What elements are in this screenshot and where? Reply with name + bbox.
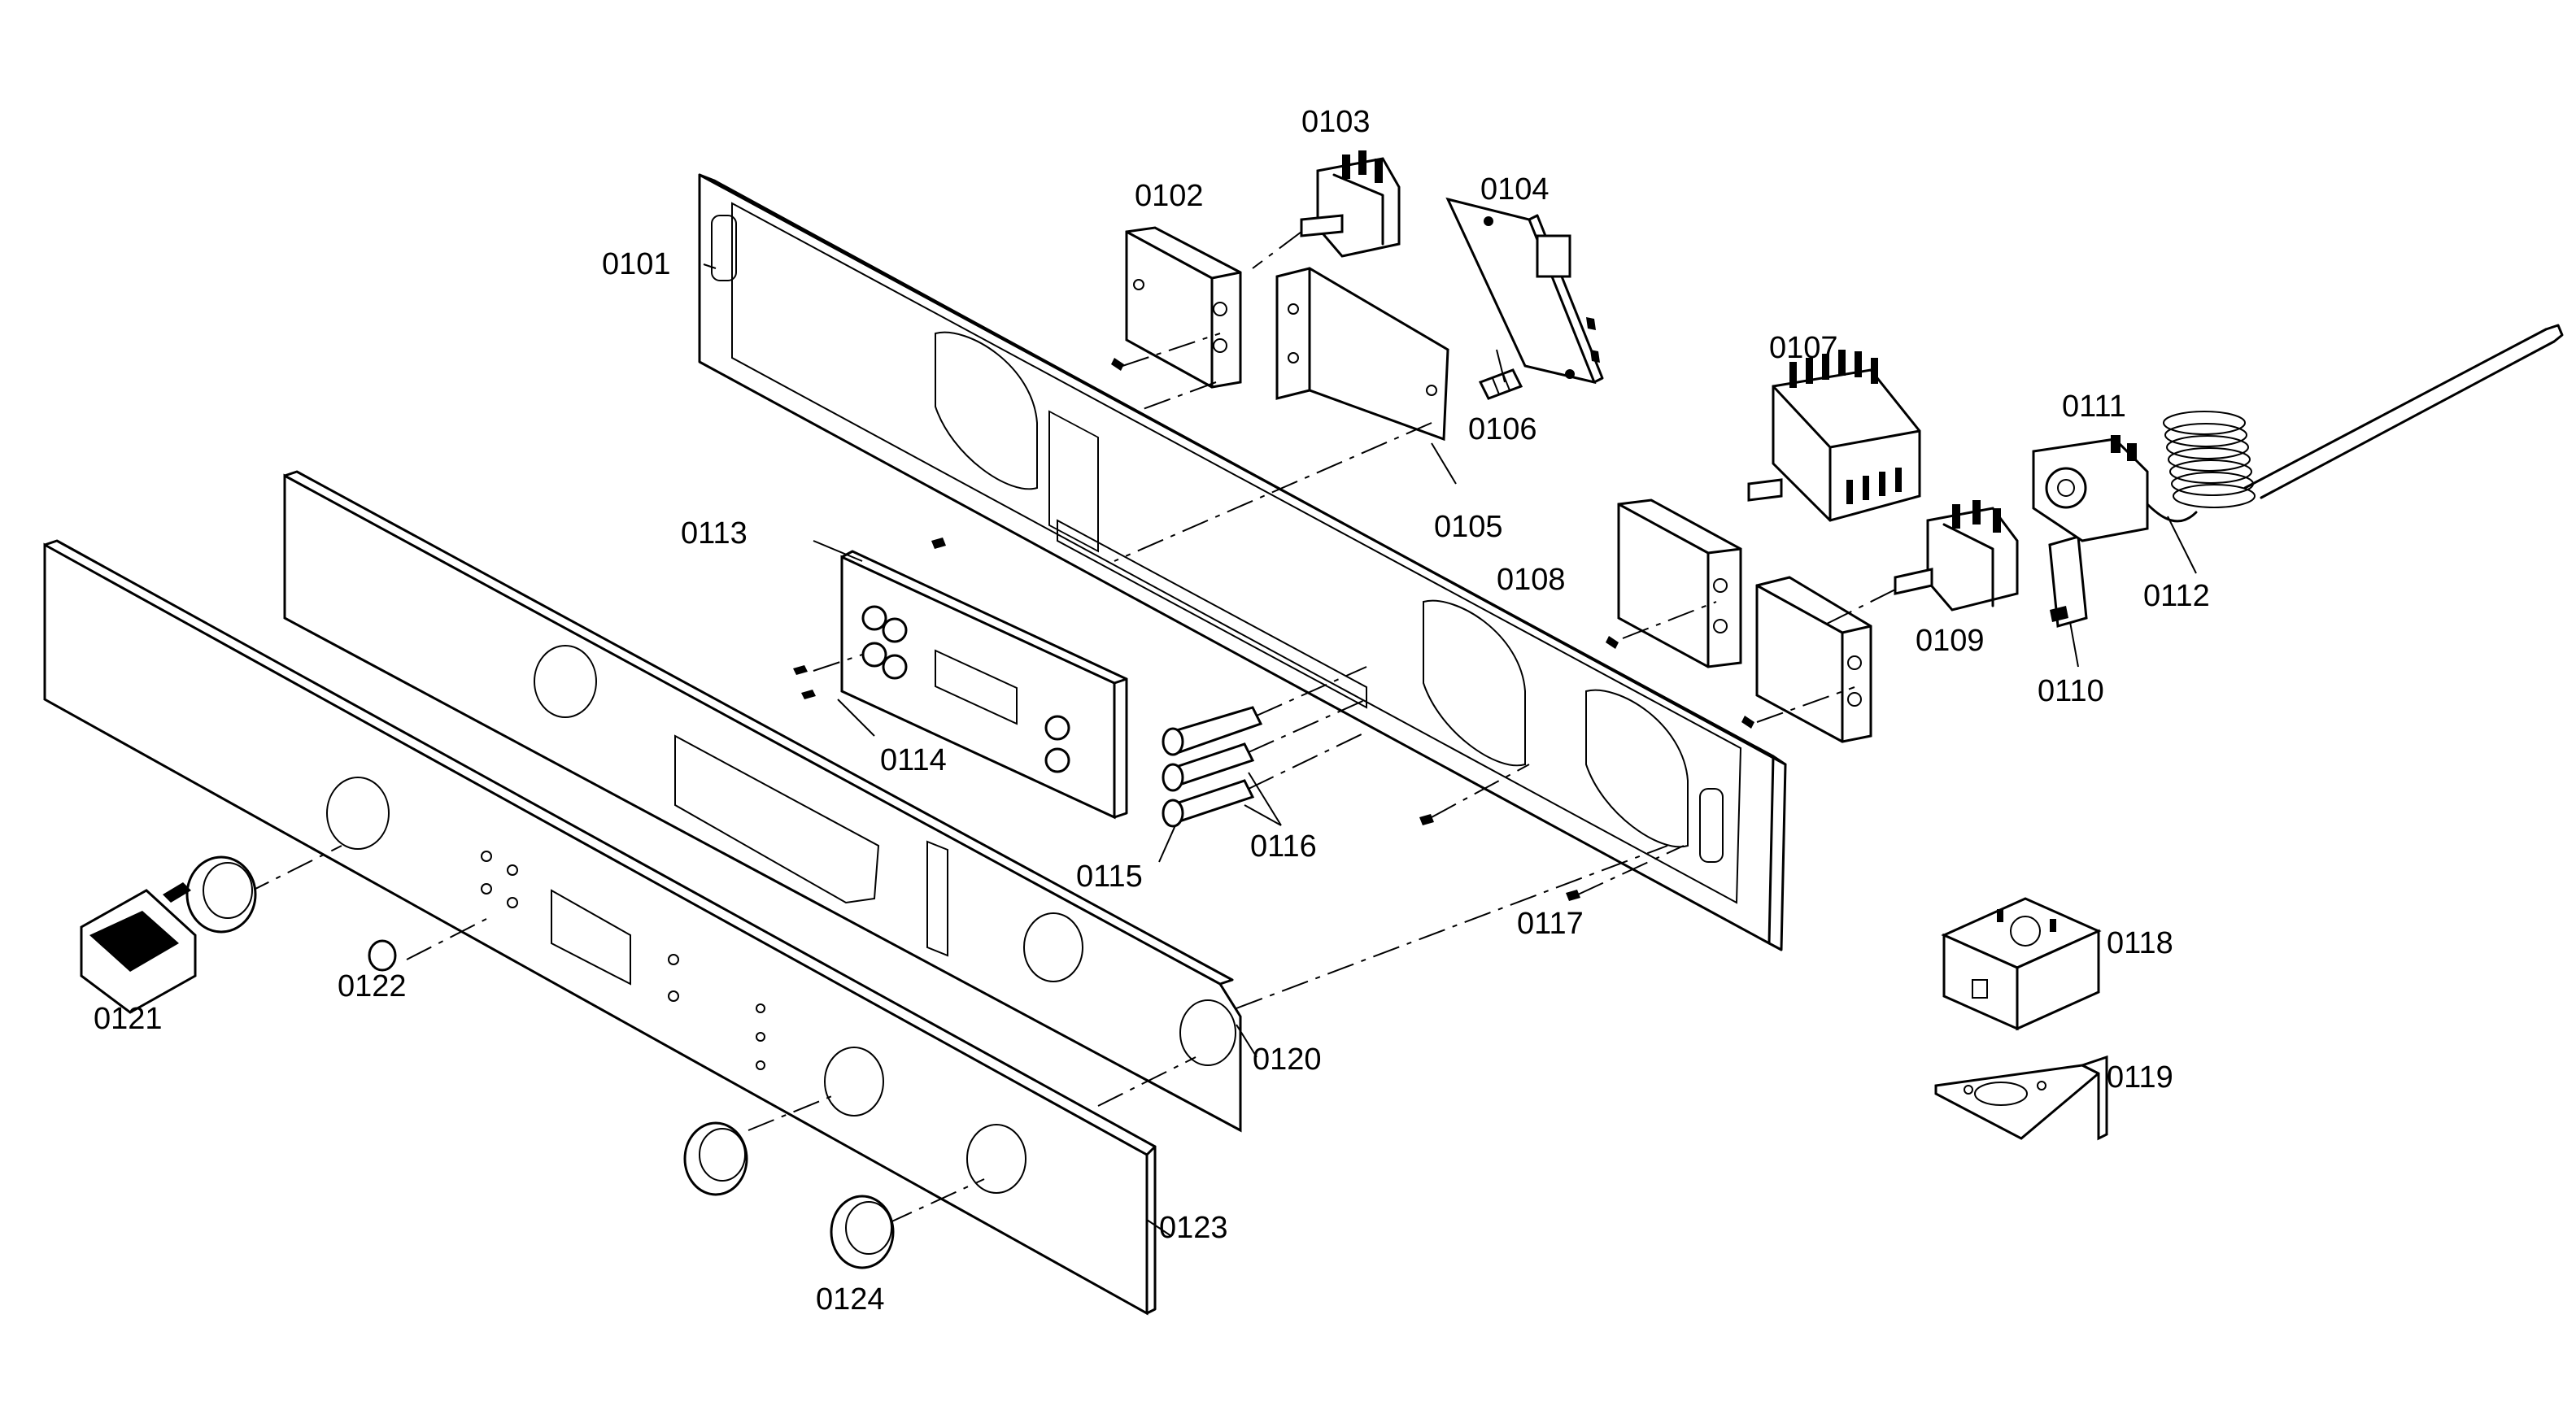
callout-labels: 0101 0102 0103 0104 0105 0106 0107 0108 … <box>94 105 2210 1317</box>
callout-0109: 0109 <box>1916 624 1985 658</box>
callout-0115: 0115 <box>1076 860 1143 894</box>
callout-0121: 0121 <box>94 1002 163 1036</box>
circuit-board-0104 <box>1445 197 1604 385</box>
selector-switch-0109 <box>1821 500 2019 627</box>
callout-0117: 0117 <box>1517 907 1584 941</box>
mounting-plate-0119 <box>1934 1055 2108 1141</box>
callout-0119: 0119 <box>2107 1060 2173 1095</box>
callout-0111: 0111 <box>2062 390 2126 424</box>
callout-0110: 0110 <box>2038 674 2104 708</box>
bracket-0102 <box>1111 226 1242 411</box>
thermostat-0111 <box>2032 435 2149 542</box>
callout-0113: 0113 <box>681 516 748 551</box>
control-frame-0101 <box>698 173 1787 951</box>
callout-0114: 0114 <box>880 743 947 777</box>
screw-0117 <box>931 538 1685 901</box>
button-0122 <box>368 939 397 972</box>
bracket-0108 <box>1606 498 1872 743</box>
callout-0120: 0120 <box>1253 1043 1322 1077</box>
selector-switch-0103 <box>1252 150 1401 269</box>
callout-0106: 0106 <box>1468 412 1537 446</box>
clip-0106 <box>1478 368 1523 400</box>
inner-panel-0120 <box>283 470 1668 1133</box>
callout-0112: 0112 <box>2143 579 2210 613</box>
shield-plate-0105 <box>1114 267 1449 562</box>
callout-0101: 0101 <box>602 247 671 281</box>
capillary-bulb-0112 <box>2146 324 2564 523</box>
callout-0105: 0105 <box>1434 510 1503 544</box>
rings-0124 <box>683 1121 895 1269</box>
display-module-0113 <box>793 550 1128 820</box>
function-switch-0107 <box>1747 350 1921 522</box>
clip-0110 <box>2048 535 2088 628</box>
front-panel-0123 <box>43 539 1196 1316</box>
callout-0123: 0123 <box>1159 1211 1228 1245</box>
callout-0124: 0124 <box>816 1282 885 1317</box>
relay-0118 <box>1941 897 2102 1031</box>
callout-0107: 0107 <box>1769 331 1838 365</box>
callout-0108: 0108 <box>1497 563 1566 597</box>
light-pipes-0115 <box>1162 666 1367 828</box>
callout-0103: 0103 <box>1301 105 1371 139</box>
callout-0104: 0104 <box>1480 172 1550 207</box>
callout-0102: 0102 <box>1135 179 1204 213</box>
leader-lines <box>703 263 2197 1237</box>
callout-0118: 0118 <box>2107 926 2173 960</box>
callout-0116: 0116 <box>1250 829 1317 864</box>
knob-0121 <box>80 855 257 1014</box>
callout-0122: 0122 <box>338 969 407 1003</box>
